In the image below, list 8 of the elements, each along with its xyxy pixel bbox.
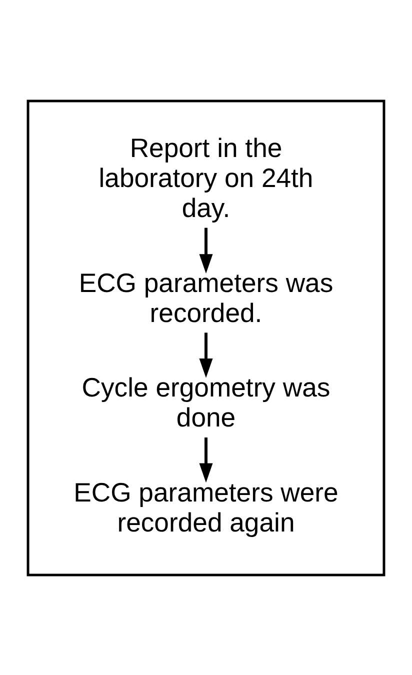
node-text: ECG parameters were recorded again [74, 477, 338, 537]
node-text: ECG parameters was recorded. [78, 267, 334, 328]
node-text: Cycle ergometry was done [82, 372, 330, 432]
arrow [199, 227, 213, 273]
cluster [26, 99, 386, 576]
arrow [199, 436, 213, 482]
arrow [199, 332, 213, 378]
node-text: Report in the laboratory on 24th day. [98, 132, 314, 223]
